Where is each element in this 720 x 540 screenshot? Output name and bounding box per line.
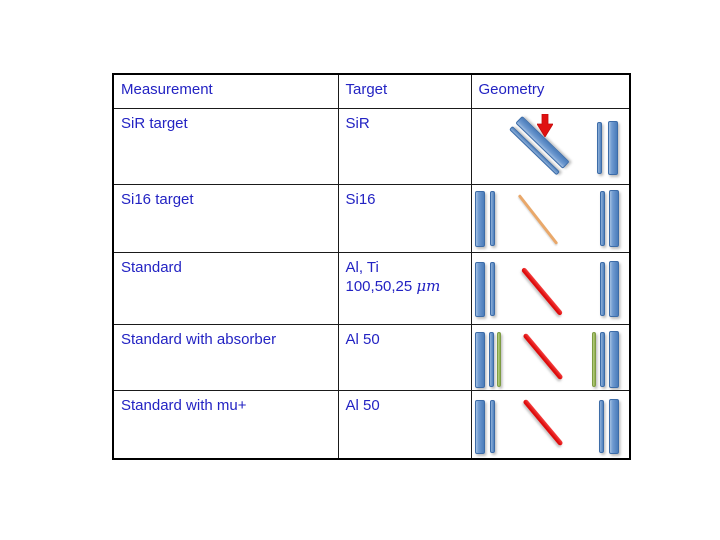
table-row: Standard with absorber Al 50	[112, 323, 631, 391]
detector-bar-thin	[599, 331, 605, 387]
geometry-sir	[472, 109, 629, 183]
geometry-cell	[470, 107, 631, 185]
detector-bar-thin	[599, 190, 605, 246]
target-line-red	[521, 398, 564, 446]
detector-bar-thin	[489, 261, 495, 316]
target-text: Al 50	[345, 330, 380, 348]
table-header-row: Measurement Target Geometry	[112, 73, 631, 109]
measurement-text: SiR target	[121, 114, 188, 132]
header-target-label: Target	[345, 81, 388, 98]
measurement-table: Measurement Target Geometry SiR target S…	[112, 73, 631, 460]
geometry-cell	[470, 323, 631, 391]
detector-bar-thick	[608, 398, 619, 454]
target-cell: SiR	[337, 107, 472, 185]
detector-bar-thin	[489, 190, 495, 246]
header-geometry: Geometry	[470, 73, 631, 109]
measurement-cell: SiR target	[112, 107, 339, 185]
detector-bar-thin	[596, 121, 602, 174]
geometry-cell	[470, 183, 631, 253]
target-line-red	[520, 266, 563, 316]
target-cell: Al, Ti 100,50,25 μm	[337, 251, 472, 325]
target-thickness-text: 100,50,25 μm	[346, 277, 471, 297]
header-measurement: Measurement	[112, 73, 339, 109]
header-geometry-label: Geometry	[478, 81, 545, 98]
detector-bar-thick	[608, 189, 619, 247]
detector-bar-thin	[488, 331, 494, 387]
target-text: Al 50	[345, 396, 380, 414]
target-thickness-unit: μm	[416, 277, 441, 295]
target-line-orange	[517, 193, 558, 245]
measurement-cell: Standard with mu+	[112, 389, 339, 460]
detector-bar-thin	[598, 399, 604, 453]
target-text: Al, Ti	[345, 258, 379, 276]
detector-bar-thick	[474, 190, 485, 247]
target-cell: Al 50	[337, 323, 472, 391]
table-row: Standard Al, Ti 100,50,25 μm	[112, 251, 631, 325]
table-row: Standard with mu+ Al 50	[112, 389, 631, 460]
target-thickness-values: 100,50,25	[345, 278, 413, 295]
header-measurement-label: Measurement	[121, 81, 213, 98]
detector-bar-thin	[489, 399, 495, 453]
table-row: SiR target SiR	[112, 107, 631, 185]
geometry-standard-mu	[472, 391, 629, 458]
downward-beam-arrow-icon	[536, 113, 553, 137]
header-target: Target	[337, 73, 472, 109]
measurement-text: Standard with absorber	[121, 330, 277, 348]
absorber-bar-green	[496, 331, 501, 387]
detector-bar-thick	[608, 260, 619, 317]
target-text: Si16	[345, 190, 376, 208]
measurement-text: Si16 target	[121, 190, 194, 208]
detector-bar-thick	[608, 330, 619, 388]
measurement-cell: Standard with absorber	[112, 323, 339, 391]
measurement-cell: Si16 target	[112, 183, 339, 253]
detector-bar-thick	[474, 331, 485, 388]
detector-bar-thick	[474, 261, 485, 317]
target-line-red	[521, 332, 564, 380]
geometry-standard	[472, 253, 629, 323]
geometry-cell	[470, 389, 631, 460]
target-cell: Si16	[337, 183, 472, 253]
absorber-bar-green	[591, 331, 596, 387]
measurement-cell: Standard	[112, 251, 339, 325]
detector-bar-thick	[607, 120, 618, 175]
table-row: Si16 target Si16	[112, 183, 631, 253]
detector-bar-thick	[474, 399, 485, 454]
target-cell: Al 50	[337, 389, 472, 460]
measurement-text: Standard with mu+	[121, 396, 247, 414]
geometry-si16	[472, 185, 629, 251]
geometry-cell	[470, 251, 631, 325]
measurement-text: Standard	[121, 258, 182, 276]
detector-bar-thin	[599, 261, 605, 316]
target-text: SiR	[345, 114, 370, 132]
geometry-standard-absorber	[472, 325, 629, 389]
